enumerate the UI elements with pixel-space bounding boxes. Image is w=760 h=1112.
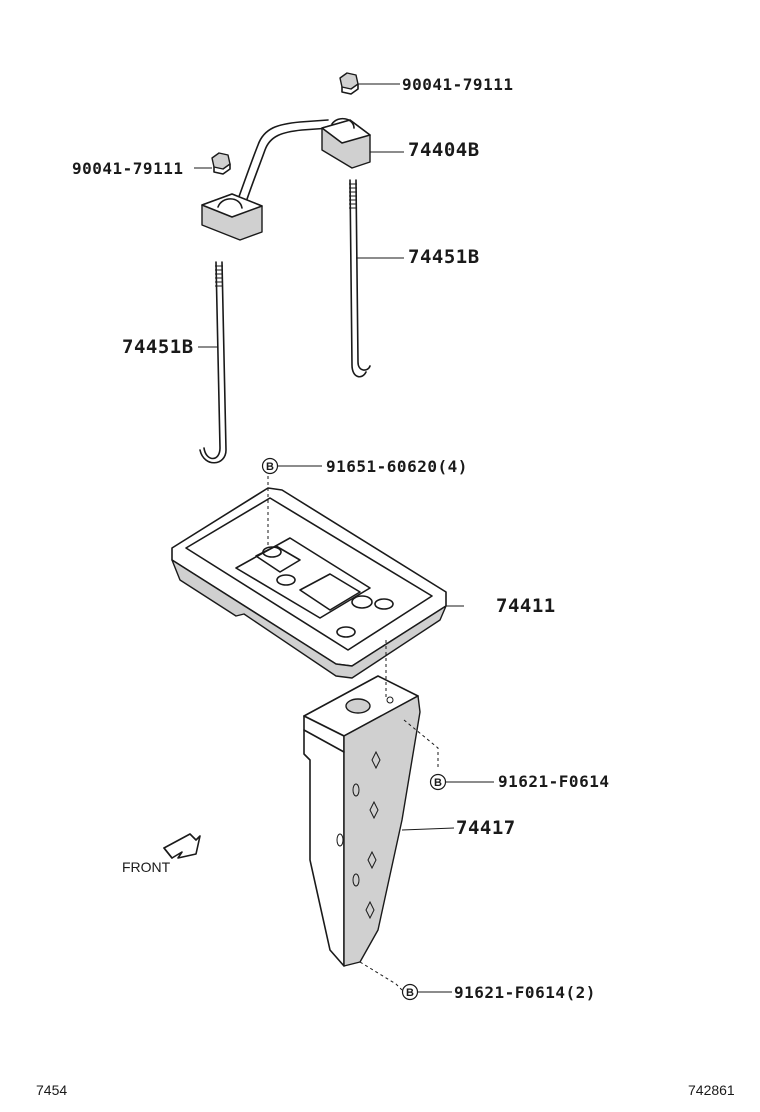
front-direction-label: FRONT <box>122 859 171 875</box>
battery-tray <box>171 487 464 679</box>
j-bolt-rod-left <box>199 261 227 464</box>
label-bolt-tray: 91651-60620(4) <box>326 457 468 476</box>
label-bolt-bracket: 91621-F0614 <box>498 772 609 791</box>
bolt-badge-bottom: B <box>401 983 419 1001</box>
label-clamp: 74404B <box>408 139 480 161</box>
label-bolt-bottom: 91621-F0614(2) <box>454 983 596 1002</box>
nut-top-icon <box>339 72 359 95</box>
bolt-badge-tray: B <box>261 457 279 475</box>
footer-left-code: 7454 <box>36 1082 67 1098</box>
battery-bracket <box>303 675 455 967</box>
label-tray: 74411 <box>496 595 556 617</box>
label-rod-right: 74451B <box>408 246 480 268</box>
battery-clamp <box>201 117 392 241</box>
svg-text:B: B <box>406 987 414 999</box>
label-bracket: 74417 <box>456 817 516 839</box>
label-rod-left: 74451B <box>122 336 194 358</box>
nut-left-icon <box>211 152 231 175</box>
front-arrow-icon <box>163 833 201 859</box>
dash-line-bottom-bolt <box>359 961 403 991</box>
svg-text:B: B <box>434 777 442 789</box>
label-nut-top: 90041-79111 <box>402 75 513 94</box>
bolt-badge-bracket: B <box>429 773 447 791</box>
footer-right-code: 742861 <box>688 1082 735 1098</box>
j-bolt-rod-right <box>349 179 371 378</box>
svg-text:B: B <box>266 461 274 473</box>
dash-line-bracket-bolt <box>403 719 439 770</box>
label-nut-left: 90041-79111 <box>72 159 183 178</box>
